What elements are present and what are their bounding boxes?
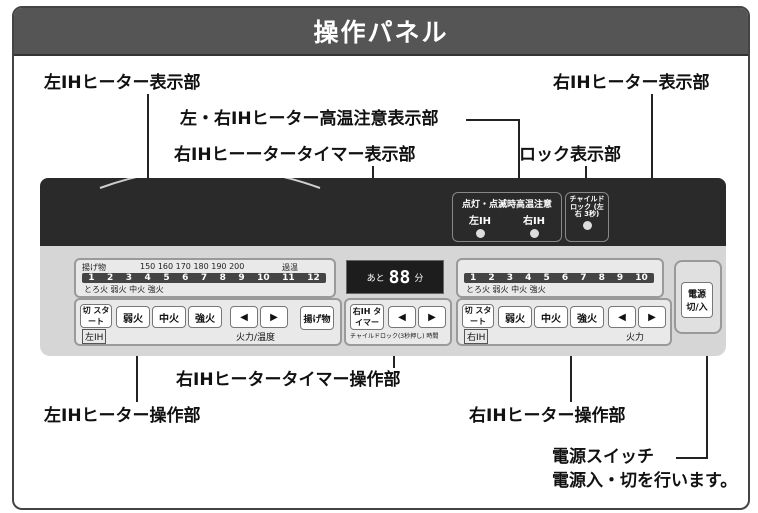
high-temp-right-label: 右IH	[522, 216, 546, 227]
right-power-label: 火力	[626, 333, 645, 343]
triangle-left-icon: ◀	[240, 311, 248, 323]
scale-tick: 3	[125, 273, 133, 283]
leader-line	[147, 94, 149, 260]
triangle-right-icon: ▶	[648, 311, 656, 323]
callout-power-switch: 電源スイッチ	[552, 447, 654, 467]
fry-label: 揚げ物	[82, 263, 106, 272]
scale-tick: 8	[598, 273, 605, 283]
right-timer-button[interactable]: 右IH タイマー	[350, 304, 384, 330]
power-switch-housing: 電源 切/入	[674, 260, 722, 334]
scale-tick: 7	[580, 273, 587, 283]
callout-power-desc: 電源入・切を行います。	[552, 471, 738, 491]
callout-high-temp: 左・右IHヒーター高温注意表示部	[180, 109, 439, 129]
right-operation-strip: 切 スタート 右IH 弱火 中火 強火 ◀ ▶ 火力	[456, 298, 672, 346]
burner-ring	[99, 178, 321, 189]
timer-operation-strip: 右IH タイマー ◀ ▶ チャイルドロック(3秒押し) 時間	[344, 298, 452, 346]
child-lock-indicator: チャイルド ロック (左右 3秒)	[565, 192, 609, 242]
title-bar: 操作パネル	[14, 8, 748, 56]
scale-tick: 7	[200, 273, 208, 283]
scale-tick: 3	[506, 273, 514, 283]
timer-value: 88	[388, 266, 411, 288]
right-power-scale: 1 2 3 4 5 6 7 8 9 10	[464, 273, 654, 283]
child-lock-label: チャイルド ロック (左右 3秒)	[569, 195, 605, 219]
right-increase-button[interactable]: ▶	[638, 306, 666, 328]
timer-decrease-button[interactable]: ◀	[388, 306, 416, 328]
left-power-scale: 1 2 3 4 5 6 7 8 9 10 11 12	[82, 273, 326, 283]
leader-line	[570, 338, 572, 402]
left-increase-button[interactable]: ▶	[260, 306, 288, 328]
leader-line	[651, 94, 653, 260]
scale-tick: 4	[525, 273, 532, 283]
right-medium-button[interactable]: 中火	[534, 306, 568, 328]
leader-line	[136, 338, 138, 402]
left-scale-sub: とろ火 弱火 中火 強火	[84, 285, 164, 294]
scale-tick: 1	[470, 273, 477, 283]
timer-display: あと 88 分	[346, 260, 444, 294]
leader-line	[706, 328, 708, 458]
child-lock-lamp	[582, 221, 592, 231]
leader-line	[676, 457, 708, 459]
scale-tick: 4	[144, 273, 151, 283]
left-display-strip: 揚げ物 150 160 170 180 190 200 過温 1 2 3 4 5…	[74, 258, 336, 298]
high-temp-left-label: 左IH	[468, 216, 492, 227]
left-ih-tag: 左IH	[82, 329, 107, 344]
left-strong-button[interactable]: 強火	[188, 306, 222, 328]
right-weak-button[interactable]: 弱火	[498, 306, 532, 328]
right-start-button[interactable]: 切 スタート	[462, 304, 494, 328]
callout-left-display: 左IHヒーター表示部	[44, 73, 201, 93]
left-start-button[interactable]: 切 スタート	[80, 304, 112, 328]
scale-tick: 8	[219, 273, 226, 283]
triangle-right-icon: ▶	[270, 311, 278, 323]
right-scale-sub: とろ火 弱火 中火 強火	[466, 285, 546, 294]
high-temp-label: 点灯・点滅時高温注意	[461, 200, 552, 210]
scale-tick: 12	[307, 273, 320, 283]
scale-tick: 10	[257, 273, 270, 283]
scale-tick: 6	[182, 273, 189, 283]
callout-timer-display: 右IHヒーータータイマー表示部	[174, 145, 416, 165]
cooktop-glass	[40, 178, 726, 248]
callout-left-operation: 左IHヒーター操作部	[44, 406, 201, 426]
scale-tick: 2	[107, 273, 114, 283]
scale-tick: 2	[488, 273, 495, 283]
panel-figure-frame: 操作パネル	[12, 6, 750, 510]
scale-tick: 9	[616, 273, 624, 283]
right-ih-tag: 右IH	[464, 329, 489, 344]
timer-increase-button[interactable]: ▶	[418, 306, 446, 328]
right-display-strip: 1 2 3 4 5 6 7 8 9 10 とろ火 弱火 中火 強火	[456, 258, 664, 298]
right-strong-button[interactable]: 強火	[570, 306, 604, 328]
scale-tick: 6	[561, 273, 569, 283]
timer-caption: チャイルドロック(3秒押し) 時間	[350, 333, 439, 340]
scale-tick: 5	[543, 273, 550, 283]
left-decrease-button[interactable]: ◀	[230, 306, 258, 328]
fry-button[interactable]: 揚げ物	[300, 306, 334, 330]
triangle-right-icon: ▶	[428, 311, 436, 323]
scale-tick: 1	[88, 273, 95, 283]
overheat-label: 過温	[282, 263, 298, 272]
scale-tick: 10	[635, 273, 648, 283]
high-temp-right-lamp	[529, 229, 539, 238]
callout-right-operation: 右IHヒーター操作部	[469, 406, 626, 426]
left-operation-strip: 切 スタート 左IH 弱火 中火 強火 ◀ ▶ 火力/温度 揚げ物	[74, 298, 342, 346]
high-temp-indicator: 点灯・点滅時高温注意 左IH 右IH	[452, 192, 562, 242]
leader-line	[466, 119, 520, 121]
scale-tick: 9	[238, 273, 245, 283]
fry-temps: 150 160 170 180 190 200	[140, 262, 245, 271]
left-weak-button[interactable]: 弱火	[116, 306, 150, 328]
timer-prefix: あと	[366, 273, 385, 284]
triangle-left-icon: ◀	[398, 311, 406, 323]
callout-timer-operation: 右IHヒータータイマー操作部	[176, 370, 401, 390]
page-title: 操作パネル	[313, 18, 449, 47]
right-decrease-button[interactable]: ◀	[608, 306, 636, 328]
left-medium-button[interactable]: 中火	[152, 306, 186, 328]
triangle-left-icon: ◀	[618, 311, 626, 323]
power-button[interactable]: 電源 切/入	[681, 282, 713, 318]
scale-tick: 11	[282, 273, 295, 283]
timer-unit: 分	[414, 273, 424, 284]
left-power-label: 火力/温度	[236, 333, 276, 343]
scale-tick: 5	[163, 273, 170, 283]
callout-lock-display: ロック表示部	[519, 145, 621, 165]
callout-right-display: 右IHヒーター表示部	[553, 73, 710, 93]
leader-line	[518, 119, 520, 197]
high-temp-left-lamp	[475, 229, 485, 238]
